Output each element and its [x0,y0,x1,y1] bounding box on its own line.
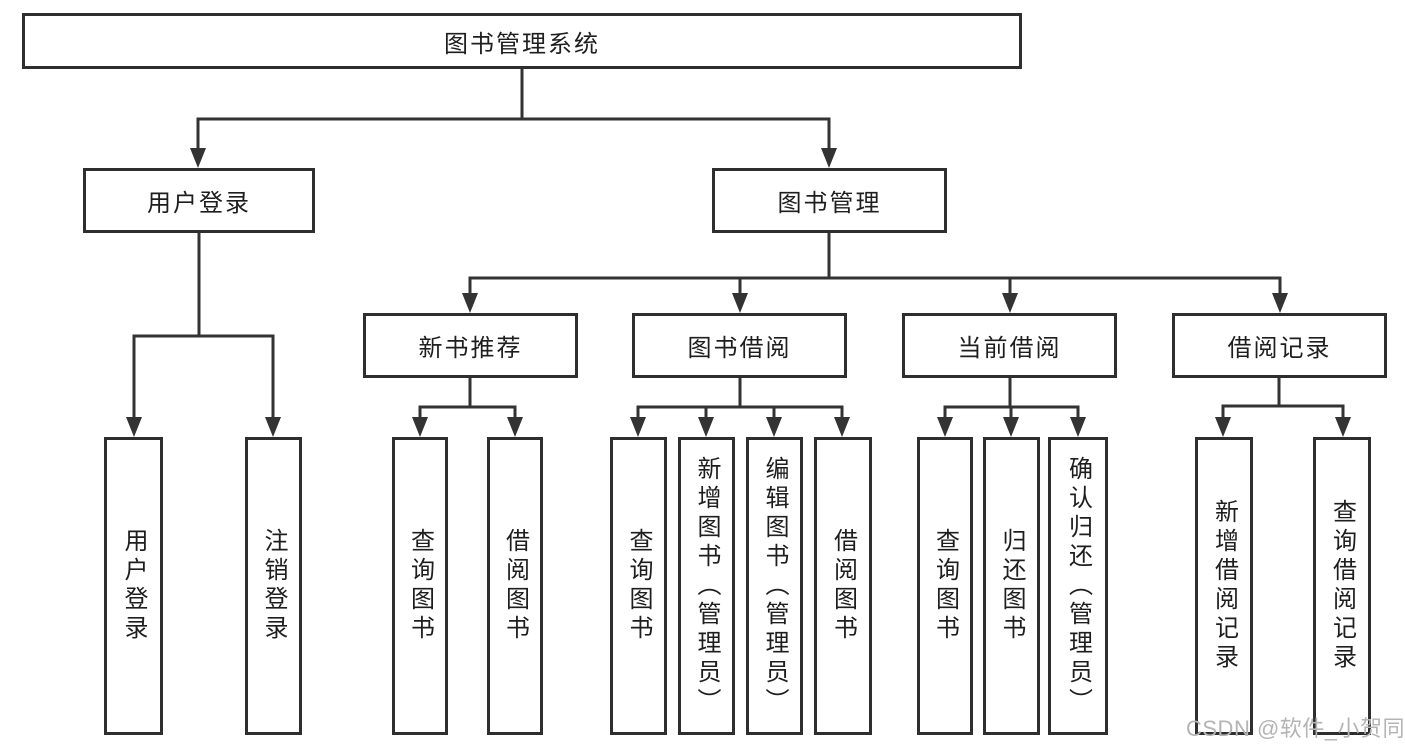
leaf-label: 新增借阅记录 [1210,499,1238,673]
leaf-label: 确认归还（管理员） [1064,455,1092,717]
leaf-query-books-borrow: 查询图书 [610,437,667,735]
csdn-watermark: CSDN @软件_小贺同学 [1186,716,1405,741]
leaf-label: 查询借阅记录 [1328,499,1356,673]
node-library-management-system: 图书管理系统 [22,13,1022,69]
node-current-borrowing: 当前借阅 [902,313,1117,378]
leaf-label: 新增图书（管理员） [693,455,720,717]
leaf-user-login: 用户登录 [104,437,163,735]
leaf-borrow-books: 借阅图书 [814,437,872,735]
node-label: 图书管理系统 [444,30,600,58]
node-new-book-recommend: 新书推荐 [363,313,578,378]
leaf-label: 用户登录 [120,528,147,644]
node-label: 用户登录 [147,190,251,217]
leaf-logout: 注销登录 [245,437,302,735]
leaf-label: 借阅图书 [829,528,857,644]
leaf-label: 注销登录 [260,528,287,644]
node-label: 图书借阅 [687,335,792,362]
leaf-label: 查询图书 [406,528,434,644]
leaf-edit-books-admin: 编辑图书（管理员） [746,437,803,735]
node-label: 当前借阅 [957,335,1062,362]
leaf-query-books-recommend: 查询图书 [392,437,448,735]
node-user-login: 用户登录 [83,168,315,233]
node-label: 图书管理 [777,190,882,217]
leaf-return-books: 归还图书 [983,437,1040,735]
node-label: 借阅记录 [1227,335,1332,362]
leaf-label: 查询图书 [625,528,652,644]
node-book-management: 图书管理 [712,168,947,233]
leaf-borrow-books-recommend: 借阅图书 [487,437,543,735]
leaf-add-borrow-record: 新增借阅记录 [1195,437,1253,735]
leaf-confirm-return-admin: 确认归还（管理员） [1048,437,1108,735]
leaf-label: 编辑图书（管理员） [761,455,788,717]
leaf-label: 借阅图书 [501,528,529,644]
leaf-query-books-current: 查询图书 [917,437,973,735]
leaf-add-books-admin: 新增图书（管理员） [678,437,735,735]
leaf-query-borrow-record: 查询借阅记录 [1313,437,1371,735]
leaf-label: 归还图书 [998,528,1025,644]
node-book-borrowing: 图书借阅 [632,313,847,378]
node-borrowing-records: 借阅记录 [1172,313,1387,378]
node-label: 新书推荐 [418,335,523,362]
leaf-label: 查询图书 [931,528,959,644]
